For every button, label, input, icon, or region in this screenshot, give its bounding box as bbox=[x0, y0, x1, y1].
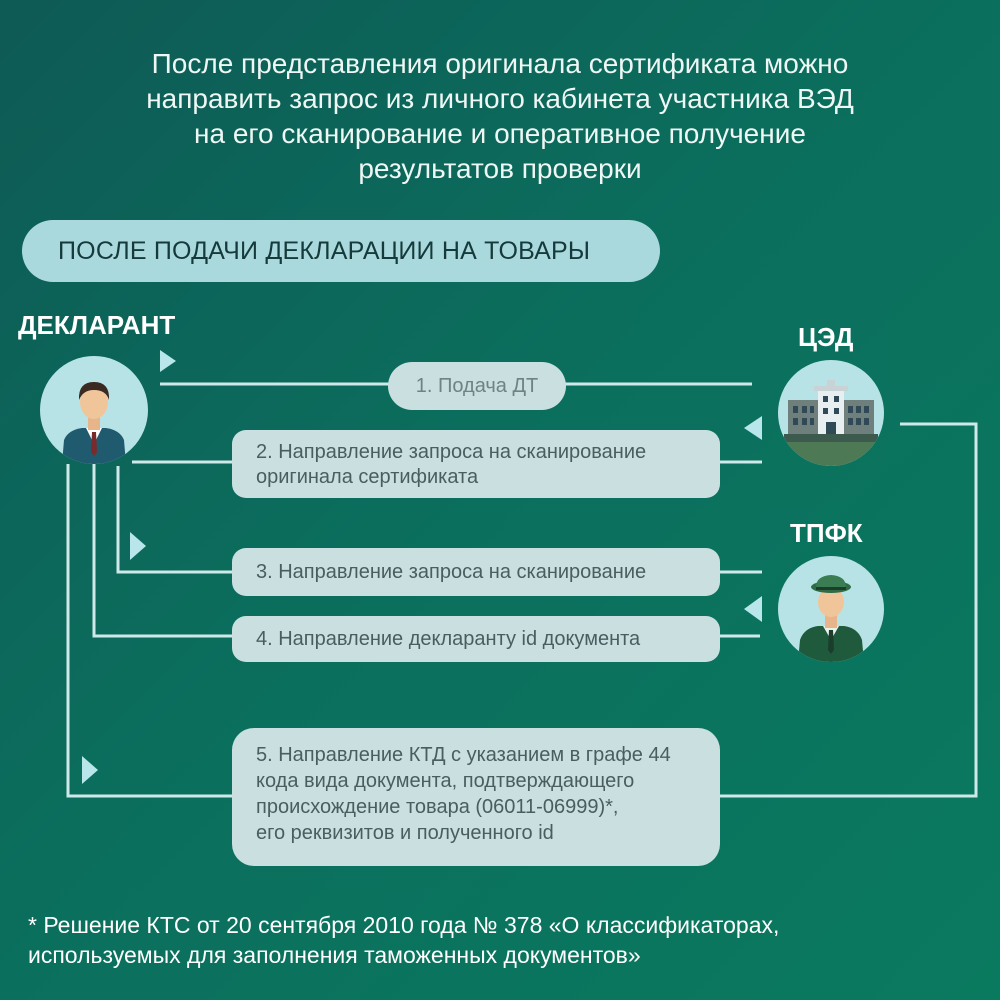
step-1-box: 1. Подача ДТ bbox=[388, 362, 566, 410]
step-2-text: 2. Направление запроса на сканирование bbox=[256, 441, 647, 463]
step-1-text: 1. Подача ДТ bbox=[415, 375, 539, 397]
step-3-text: 3. Направление запроса на сканирование bbox=[256, 561, 647, 583]
arrow-step-2 bbox=[744, 416, 762, 440]
intro-line: на его сканирование и оперативное получе… bbox=[194, 118, 806, 149]
arrow-step-4 bbox=[744, 596, 762, 622]
step-4-box: 4. Направление декларанту id документа bbox=[232, 616, 720, 662]
ced-label: ЦЭД bbox=[798, 322, 854, 352]
step-5-line bbox=[66, 422, 978, 798]
government-building-icon bbox=[778, 360, 884, 466]
step-5-text: 5. Направление КТД с указанием в графе 4… bbox=[256, 744, 671, 766]
step-3-box: 3. Направление запроса на сканирование bbox=[232, 548, 720, 596]
intro-text: После представления оригинала сертификат… bbox=[60, 46, 940, 186]
declarant-label: ДЕКЛАРАНТ bbox=[18, 310, 176, 340]
arrow-step-1 bbox=[160, 350, 176, 372]
intro-line: результатов проверки bbox=[358, 153, 642, 184]
businessman-icon bbox=[40, 356, 148, 464]
intro-line: направить запрос из личного кабинета уча… bbox=[146, 83, 854, 114]
step-4-text: 4. Направление декларанту id документа bbox=[256, 628, 641, 650]
intro-line: После представления оригинала сертификат… bbox=[151, 48, 849, 79]
stage-pill: ПОСЛЕ ПОДАЧИ ДЕКЛАРАЦИИ НА ТОВАРЫ bbox=[22, 220, 660, 282]
tpfk-label: ТПФК bbox=[790, 518, 863, 548]
step-2-box: 2. Направление запроса на сканирование о… bbox=[232, 430, 720, 498]
step-5-text: происхождение товара (06011-06999)*, bbox=[256, 796, 619, 818]
step-2-text: оригинала сертификата bbox=[256, 466, 479, 488]
step-5-box: 5. Направление КТД с указанием в графе 4… bbox=[232, 728, 720, 866]
step-5-text: его реквизитов и полученного id bbox=[256, 822, 554, 844]
customs-officer-icon bbox=[778, 556, 884, 662]
footnote: * Решение КТС от 20 сентября 2010 года №… bbox=[28, 910, 978, 970]
step-5-text: кода вида документа, подтверждающего bbox=[256, 770, 635, 792]
arrow-step-3 bbox=[130, 532, 146, 560]
arrow-step-5 bbox=[82, 756, 98, 784]
footnote-line: используемых для заполнения таможенных д… bbox=[28, 942, 641, 968]
footnote-line: * Решение КТС от 20 сентября 2010 года №… bbox=[28, 912, 780, 938]
